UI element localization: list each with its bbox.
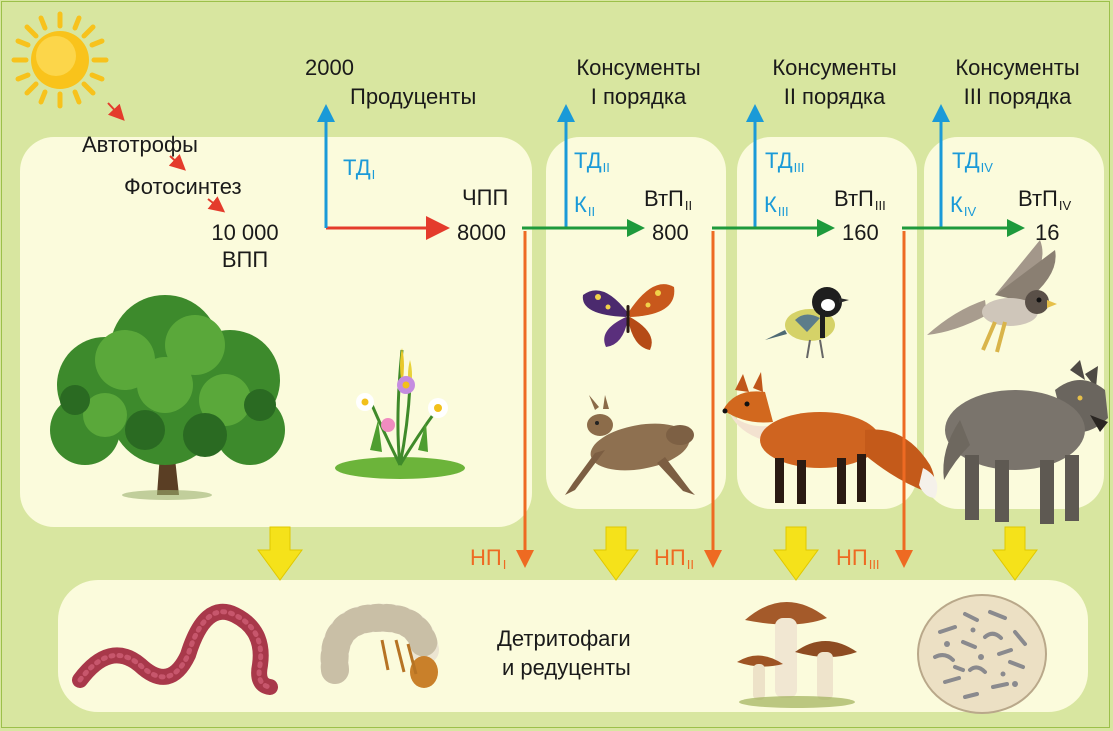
producers-value: 2000 xyxy=(305,55,354,80)
k-3-label: КIII xyxy=(764,192,789,224)
consumers-1-order: I порядка xyxy=(551,84,726,109)
k-3-text: К xyxy=(764,192,777,217)
td-4-sub: IV xyxy=(981,160,993,175)
vtp-3-value: 160 xyxy=(842,220,879,245)
detritivores-line-2: и редуценты xyxy=(502,655,631,680)
npp-value: 8000 xyxy=(457,220,506,245)
yellow-arrow-4 xyxy=(993,527,1037,580)
vtp-3-sub: III xyxy=(875,198,886,213)
npp-label: ЧПП xyxy=(462,185,508,210)
autotrophs-label: Автотрофы xyxy=(82,132,198,157)
yellow-arrow-1 xyxy=(258,527,302,580)
td-3-label: ТДIII xyxy=(765,148,804,180)
autotrophs-to-photosynthesis-arrow xyxy=(170,156,183,168)
vtp-3-text: ВтП xyxy=(834,186,874,211)
td-1-label: ТДI xyxy=(343,155,375,187)
td-4-text: ТД xyxy=(952,148,980,173)
vtp-4-value: 16 xyxy=(1035,220,1059,245)
vtp-4-sub: IV xyxy=(1059,198,1071,213)
td-1-text: ТД xyxy=(343,155,371,180)
np-3-sub: III xyxy=(869,557,880,572)
k-4-sub: IV xyxy=(964,204,976,219)
consumers-3-title: Консументы xyxy=(930,55,1105,80)
td-2-text: ТД xyxy=(574,148,602,173)
detritivores-line-1: Детритофаги xyxy=(497,626,631,651)
td-3-text: ТД xyxy=(765,148,793,173)
vtp-2-text: ВтП xyxy=(644,186,684,211)
np-2-label: НПII xyxy=(654,545,694,577)
vtp-2-value: 800 xyxy=(652,220,689,245)
k-2-text: К xyxy=(574,192,587,217)
k-4-text: К xyxy=(950,192,963,217)
vtp-2-sub: II xyxy=(685,198,692,213)
vtp-4-label: ВтПIV xyxy=(1018,186,1071,218)
photosynthesis-label: Фотосинтез xyxy=(124,174,242,199)
k-4-label: КIV xyxy=(950,192,976,224)
td-3-sub: III xyxy=(794,160,805,175)
producers-label: Продуценты xyxy=(350,84,476,109)
np-3-text: НП xyxy=(836,545,868,570)
yellow-arrow-2 xyxy=(594,527,638,580)
yellow-down-arrows xyxy=(258,527,1037,580)
np-2-text: НП xyxy=(654,545,686,570)
np-3-label: НПIII xyxy=(836,545,880,577)
td-2-sub: II xyxy=(603,160,610,175)
consumers-1-title: Консументы xyxy=(551,55,726,80)
consumers-3-order: III порядка xyxy=(930,84,1105,109)
td-4-label: ТДIV xyxy=(952,148,993,180)
vtp-3-label: ВтПIII xyxy=(834,186,886,218)
vtp-2-label: ВтПII xyxy=(644,186,692,218)
k-2-sub: II xyxy=(588,204,595,219)
np-2-sub: II xyxy=(687,557,694,572)
k-2-label: КII xyxy=(574,192,595,224)
yellow-arrow-3 xyxy=(774,527,818,580)
photosynthesis-to-gpp-arrow xyxy=(208,199,222,210)
td-2-label: ТДII xyxy=(574,148,610,180)
gpp-label: ВПП xyxy=(190,247,300,272)
np-1-label: НПI xyxy=(470,545,506,577)
sun-to-autotrophs-arrow xyxy=(108,103,122,118)
td-1-sub: I xyxy=(372,167,376,182)
consumers-2-order: II порядка xyxy=(747,84,922,109)
vtp-4-text: ВтП xyxy=(1018,186,1058,211)
gpp-value: 10 000 xyxy=(190,220,300,245)
np-1-sub: I xyxy=(503,557,507,572)
np-1-text: НП xyxy=(470,545,502,570)
consumers-2-title: Консументы xyxy=(747,55,922,80)
k-3-sub: III xyxy=(778,204,789,219)
